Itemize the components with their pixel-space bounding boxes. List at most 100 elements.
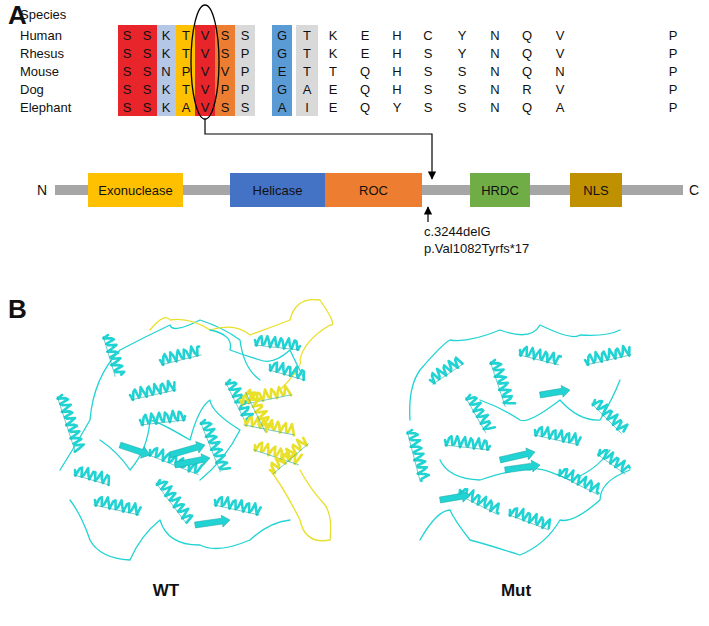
beta-strand	[195, 515, 230, 528]
terminus-label: C	[689, 183, 699, 197]
residue-letter: N	[490, 29, 499, 42]
ribbon	[535, 427, 581, 445]
residue-letter: P	[221, 83, 230, 96]
residue-letter: P	[669, 47, 678, 60]
residue-letter: K	[162, 83, 171, 96]
residue-letter: S	[123, 65, 132, 78]
residue-letter: E	[361, 29, 370, 42]
species-name: Elephant	[20, 101, 71, 114]
residue-letter: S	[424, 101, 433, 114]
residue-letter: T	[303, 29, 311, 42]
residue-letter: S	[143, 47, 152, 60]
residue-letter: T	[329, 65, 337, 78]
residue-letter: S	[123, 83, 132, 96]
ribbon	[558, 474, 598, 494]
residue-letter: A	[556, 101, 565, 114]
residue-letter: Q	[522, 29, 532, 42]
ribbon	[270, 470, 331, 541]
ribbon	[156, 483, 186, 523]
residue-letter: E	[329, 101, 338, 114]
beta-strand	[119, 442, 150, 458]
residue-letter: Q	[360, 83, 370, 96]
residue-letter: P	[669, 65, 678, 78]
structure-label: Mut	[501, 582, 531, 599]
ribbon	[559, 469, 598, 493]
residue-letter: S	[458, 101, 467, 114]
ribbon	[103, 335, 124, 375]
terminus-label: N	[37, 183, 47, 197]
residue-letter: N	[490, 65, 499, 78]
residue-letter: S	[424, 65, 433, 78]
domain-box: ROC	[325, 173, 422, 207]
residue-letter: V	[556, 29, 565, 42]
residue-letter: S	[143, 101, 152, 114]
ribbon	[585, 346, 629, 365]
residue-letter: T	[303, 47, 311, 60]
panel-letter: B	[8, 296, 27, 322]
residue-letter: Q	[360, 101, 370, 114]
ribbon	[100, 400, 240, 480]
residue-letter: A	[303, 83, 312, 96]
residue-letter: P	[182, 65, 191, 78]
ribbon	[490, 362, 505, 407]
ribbon	[270, 438, 307, 473]
residue-letter: V	[201, 83, 210, 96]
residue-letter: K	[162, 29, 171, 42]
ribbon	[210, 330, 305, 380]
ribbon	[433, 364, 463, 384]
ribbon	[586, 355, 631, 365]
residue-letter: Q	[360, 65, 370, 78]
mutation-label: p.Val1082Tyrfs*17	[424, 242, 529, 255]
residue-letter: A	[182, 101, 191, 114]
ribbon	[597, 454, 625, 474]
residue-letter: Q	[522, 101, 532, 114]
residue-letter: H	[392, 47, 401, 60]
residue-letter: V	[221, 65, 230, 78]
conservation-cell	[235, 25, 255, 116]
ribbon	[407, 430, 429, 481]
residue-letter: V	[556, 47, 565, 60]
domain-name: NLS	[583, 183, 608, 198]
residue-letter: P	[669, 101, 678, 114]
residue-letter: S	[221, 29, 230, 42]
residue-letter: S	[458, 65, 467, 78]
conservation-cell	[157, 25, 176, 116]
ribbon	[445, 436, 490, 450]
residue-letter: P	[241, 47, 250, 60]
ribbon	[510, 508, 550, 528]
ribbon	[214, 505, 259, 515]
domain-name: HRDC	[481, 183, 519, 198]
residue-letter: P	[669, 29, 678, 42]
residue-letter: P	[241, 83, 250, 96]
ribbon	[444, 445, 489, 450]
residue-letter: T	[303, 65, 311, 78]
mut-structure	[407, 325, 631, 555]
residue-letter: H	[392, 65, 401, 78]
residue-letter: S	[123, 101, 132, 114]
residue-letter: Y	[393, 101, 402, 114]
ribbon	[273, 444, 308, 474]
beta-strand	[499, 448, 535, 463]
residue-letter: V	[201, 65, 210, 78]
ribbon	[74, 475, 109, 485]
residue-letter: K	[329, 29, 338, 42]
conservation-cell	[118, 25, 137, 116]
domain-box: Helicase	[230, 173, 325, 207]
ribbon	[130, 381, 174, 400]
conservation-cell	[137, 25, 157, 116]
ribbon	[161, 355, 201, 365]
residue-letter: E	[361, 47, 370, 60]
residue-letter: S	[221, 47, 230, 60]
beta-strand	[540, 385, 570, 398]
conservation-cell	[272, 25, 292, 116]
ribbon	[95, 497, 141, 515]
residue-letter: S	[221, 101, 230, 114]
ribbon	[150, 300, 333, 390]
residue-letter: K	[162, 47, 171, 60]
residue-letter: S	[241, 29, 250, 42]
ribbon	[131, 390, 176, 400]
residue-letter: S	[241, 101, 250, 114]
residue-letter: E	[329, 83, 338, 96]
residue-letter: C	[423, 29, 432, 42]
